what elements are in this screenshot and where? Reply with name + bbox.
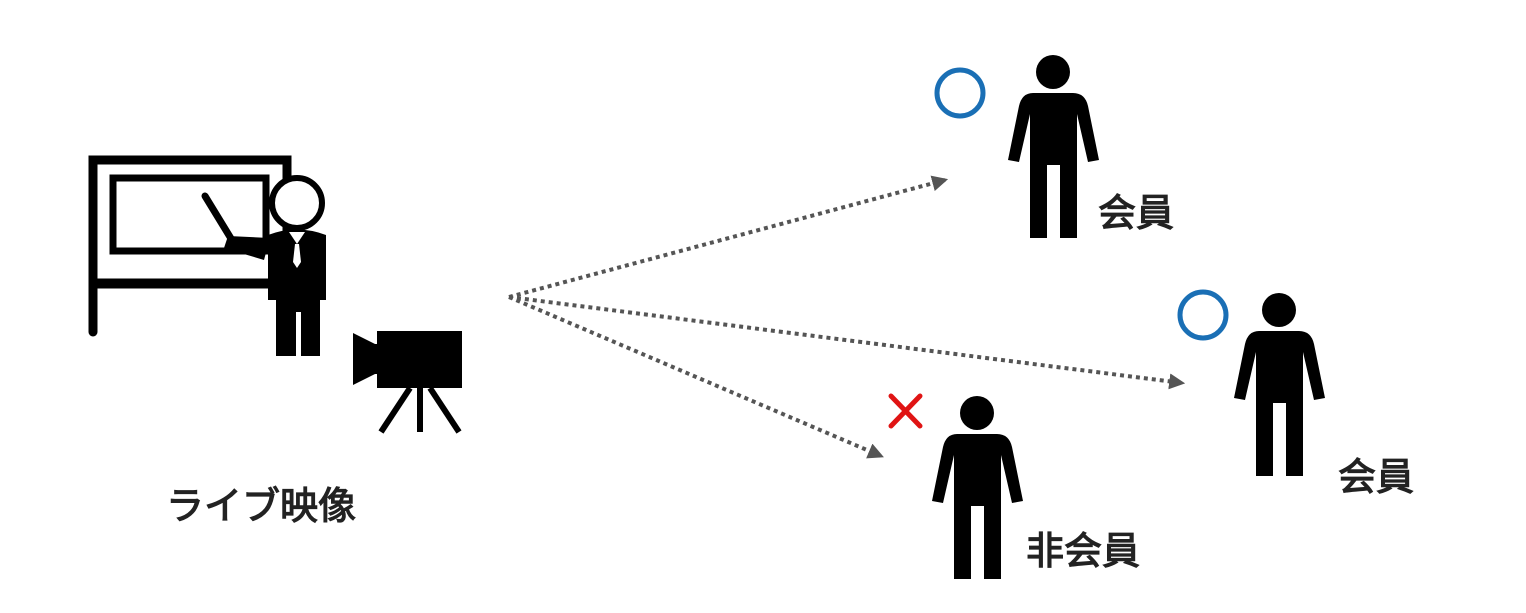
source-label: ライブ映像 [166,484,357,528]
viewer-non-member [888,393,1023,579]
viewer-label-member-1: 会員 [1098,191,1175,235]
person-icon [1008,55,1099,238]
viewer-member-2 [1177,289,1325,476]
lecturer-at-whiteboard-icon [88,155,326,356]
video-camera-on-tripod-icon [353,331,462,434]
allowed-circle-icon [1177,289,1229,341]
viewer-member-1 [934,55,1099,238]
person-icon [1234,293,1325,476]
arrow-to-non-member [508,295,884,459]
stream-arrows [508,175,1186,459]
denied-cross-icon [888,393,923,429]
arrow-to-member-2 [508,295,1186,390]
allowed-circle-icon [934,67,986,119]
arrow-to-member-1 [508,175,949,299]
viewer-label-non-member: 非会員 [1026,529,1141,573]
viewer-label-member-2: 会員 [1338,455,1415,499]
person-icon [932,396,1023,579]
